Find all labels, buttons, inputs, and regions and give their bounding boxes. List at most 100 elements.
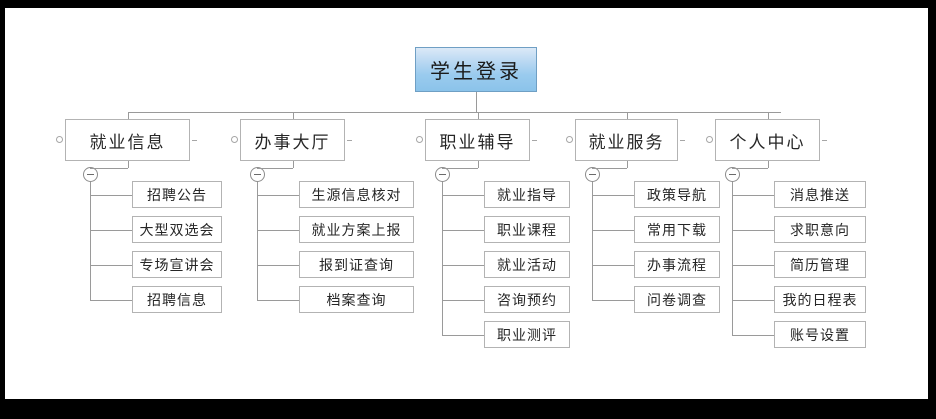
leaf-connector-line [732, 194, 774, 196]
leaf-node-0-0[interactable]: 招聘公告 [132, 181, 222, 208]
toggle-stem-line [292, 161, 294, 168]
leaf-spine-line [90, 182, 91, 300]
leaf-spine-line [257, 182, 258, 300]
toggle-stem-line [592, 168, 627, 169]
leaf-connector-line [732, 299, 774, 301]
connector-stub-icon [192, 140, 197, 141]
connector-dot-icon [56, 136, 63, 143]
level2-node-1[interactable]: 办事大厅 [240, 119, 345, 161]
toggle-stem-line [90, 168, 128, 169]
branch-drop-line [477, 112, 479, 119]
leaf-connector-line [592, 194, 634, 196]
toggle-stem-line [626, 161, 628, 168]
level2-node-3[interactable]: 就业服务 [575, 119, 678, 161]
leaf-node-0-3[interactable]: 招聘信息 [132, 286, 222, 313]
level2-node-2-label: 职业辅导 [439, 132, 516, 153]
collapse-toggle-1[interactable] [250, 167, 265, 182]
root-node-label: 学生登录 [430, 59, 522, 83]
leaf-node-4-2-label: 简历管理 [790, 257, 850, 274]
leaf-node-2-0[interactable]: 就业指导 [484, 181, 570, 208]
leaf-node-1-1[interactable]: 就业方案上报 [299, 216, 414, 243]
leaf-node-2-1-label: 职业课程 [497, 222, 557, 239]
leaf-connector-line [732, 334, 774, 336]
collapse-toggle-2[interactable] [435, 167, 450, 182]
leaf-connector-line [90, 229, 132, 231]
connector-dot-icon [231, 136, 238, 143]
leaf-node-4-0-label: 消息推送 [790, 187, 850, 204]
diagram-canvas: 学生登录就业信息招聘公告大型双选会专场宣讲会招聘信息 办事大厅生源信息核对就业方案… [5, 8, 928, 399]
level2-bus-line [128, 112, 781, 113]
leaf-node-1-2[interactable]: 报到证查询 [299, 251, 414, 278]
level2-node-0-label: 就业信息 [89, 132, 166, 153]
leaf-node-3-2[interactable]: 办事流程 [634, 251, 720, 278]
leaf-node-1-3[interactable]: 档案查询 [299, 286, 414, 313]
leaf-node-3-2-label: 办事流程 [647, 257, 707, 274]
leaf-connector-line [257, 299, 299, 301]
leaf-node-4-2[interactable]: 简历管理 [774, 251, 866, 278]
leaf-node-3-3[interactable]: 问卷调查 [634, 286, 720, 313]
branch-drop-line [767, 112, 769, 119]
connector-dot-icon [706, 136, 713, 143]
leaf-connector-line [442, 299, 484, 301]
branch-drop-line [127, 112, 129, 119]
connector-dot-icon [416, 136, 423, 143]
leaf-node-4-4[interactable]: 账号设置 [774, 321, 866, 348]
level2-node-1-label: 办事大厅 [254, 132, 331, 153]
leaf-node-1-3-label: 档案查询 [326, 292, 387, 309]
leaf-node-0-1[interactable]: 大型双选会 [132, 216, 222, 243]
level2-node-2[interactable]: 职业辅导 [425, 119, 530, 161]
leaf-connector-line [90, 299, 132, 301]
toggle-stem-line [732, 168, 768, 169]
branch-drop-line [292, 112, 294, 119]
leaf-connector-line [442, 264, 484, 266]
collapse-toggle-0[interactable] [83, 167, 98, 182]
leaf-node-0-2[interactable]: 专场宣讲会 [132, 251, 222, 278]
leaf-node-2-4[interactable]: 职业测评 [484, 321, 570, 348]
leaf-node-4-3-label: 我的日程表 [782, 292, 858, 309]
leaf-spine-line [732, 182, 733, 335]
leaf-node-2-2[interactable]: 就业活动 [484, 251, 570, 278]
root-node[interactable]: 学生登录 [415, 47, 537, 92]
leaf-node-1-1-label: 就业方案上报 [311, 222, 402, 239]
connector-dot-icon [566, 136, 573, 143]
leaf-node-4-0[interactable]: 消息推送 [774, 181, 866, 208]
leaf-node-2-2-label: 就业活动 [497, 257, 557, 274]
leaf-node-3-0[interactable]: 政策导航 [634, 181, 720, 208]
leaf-node-2-3-label: 咨询预约 [497, 292, 557, 309]
leaf-connector-line [592, 264, 634, 266]
leaf-spine-line [442, 182, 443, 335]
leaf-node-4-1[interactable]: 求职意向 [774, 216, 866, 243]
level2-node-3-label: 就业服务 [588, 132, 665, 153]
leaf-node-1-0[interactable]: 生源信息核对 [299, 181, 414, 208]
leaf-node-0-2-label: 专场宣讲会 [139, 257, 215, 274]
connector-stub-icon [347, 140, 352, 141]
root-drop-line [476, 92, 477, 112]
connector-stub-icon [532, 140, 537, 141]
leaf-connector-line [442, 334, 484, 336]
connector-stub-icon [822, 140, 827, 141]
level2-node-0[interactable]: 就业信息 [65, 119, 190, 161]
toggle-stem-line [477, 161, 479, 168]
leaf-node-2-1[interactable]: 职业课程 [484, 216, 570, 243]
toggle-stem-line [767, 161, 769, 168]
leaf-connector-line [442, 194, 484, 196]
leaf-node-3-1-label: 常用下载 [647, 222, 707, 239]
level2-node-4[interactable]: 个人中心 [715, 119, 820, 161]
leaf-node-3-0-label: 政策导航 [647, 187, 707, 204]
collapse-toggle-3[interactable] [585, 167, 600, 182]
leaf-node-2-0-label: 就业指导 [497, 187, 557, 204]
leaf-connector-line [592, 299, 634, 301]
collapse-toggle-4[interactable] [725, 167, 740, 182]
leaf-node-4-3[interactable]: 我的日程表 [774, 286, 866, 313]
leaf-node-1-0-label: 生源信息核对 [311, 187, 402, 204]
leaf-node-0-0-label: 招聘公告 [147, 187, 207, 204]
leaf-connector-line [442, 229, 484, 231]
leaf-node-2-3[interactable]: 咨询预约 [484, 286, 570, 313]
leaf-node-1-2-label: 报到证查询 [319, 257, 394, 274]
toggle-stem-line [127, 161, 129, 168]
leaf-connector-line [257, 194, 299, 196]
leaf-node-3-1[interactable]: 常用下载 [634, 216, 720, 243]
leaf-node-4-4-label: 账号设置 [790, 327, 850, 344]
leaf-connector-line [592, 229, 634, 231]
leaf-node-2-4-label: 职业测评 [497, 327, 557, 344]
